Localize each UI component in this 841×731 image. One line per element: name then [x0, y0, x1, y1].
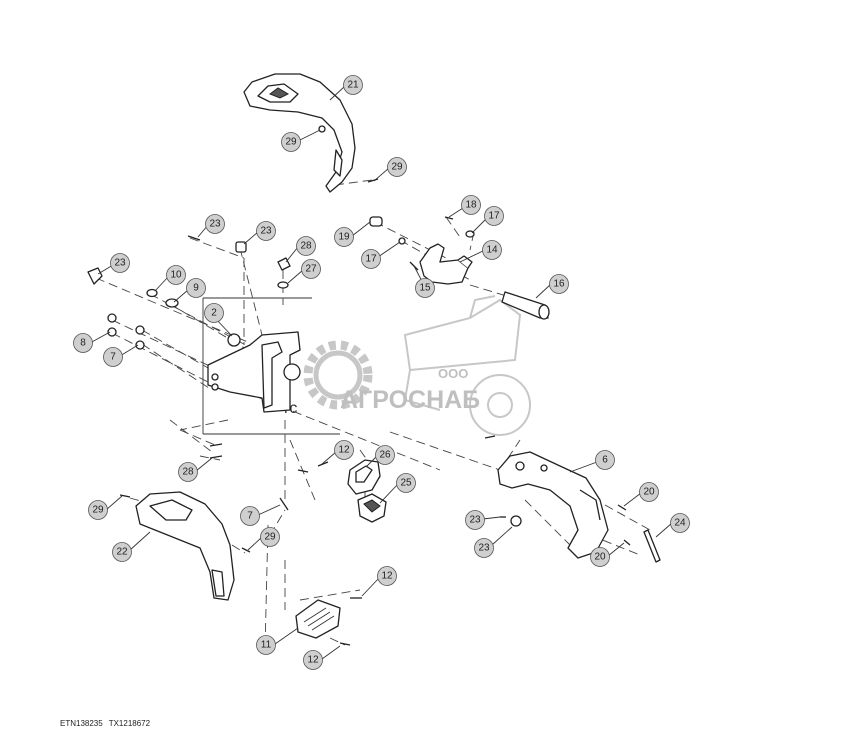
callout: 15	[415, 278, 435, 298]
callout: 23	[474, 538, 494, 558]
callout: 29	[88, 500, 108, 520]
svg-text:16: 16	[553, 279, 565, 290]
callout: 7	[103, 347, 123, 367]
upper-shroud-21	[243, 73, 356, 193]
callout: 9	[186, 278, 206, 298]
callout: 23	[465, 510, 485, 530]
gear-icon	[303, 340, 373, 410]
svg-text:22: 22	[116, 547, 128, 558]
svg-text:24: 24	[674, 518, 686, 529]
callout: 2	[204, 303, 224, 323]
callout: 28	[296, 236, 316, 256]
switch-bracket-26	[347, 459, 381, 495]
spring-24	[643, 529, 661, 563]
side-bracket-6	[497, 451, 609, 559]
callout: 22	[112, 542, 132, 562]
svg-text:23: 23	[260, 226, 272, 237]
callout: 8	[73, 333, 93, 353]
svg-text:20: 20	[594, 552, 606, 563]
hardware-items	[87, 125, 631, 646]
svg-text:23: 23	[478, 543, 490, 554]
callout: 20	[639, 482, 659, 502]
svg-text:29: 29	[92, 505, 104, 516]
svg-text:28: 28	[182, 467, 194, 478]
svg-text:29: 29	[264, 532, 276, 543]
pin-16	[501, 291, 550, 320]
figure-ref-2: TX1218672	[108, 719, 151, 728]
leader-lines	[89, 86, 673, 660]
svg-text:29: 29	[391, 162, 403, 173]
svg-text:12: 12	[338, 445, 350, 456]
callout: 27	[301, 259, 321, 279]
svg-text:15: 15	[419, 283, 431, 294]
callout: 18	[461, 195, 481, 215]
callout: 12	[334, 440, 354, 460]
callout: 17	[484, 206, 504, 226]
svg-text:17: 17	[488, 211, 500, 222]
callout: 7	[240, 506, 260, 526]
switch-25	[357, 493, 387, 523]
hinge-bracket-14	[419, 243, 473, 285]
callout: 29	[387, 157, 407, 177]
svg-text:23: 23	[209, 219, 221, 230]
callout: 23	[205, 214, 225, 234]
svg-text:7: 7	[247, 511, 253, 522]
svg-text:14: 14	[486, 245, 498, 256]
callout: 29	[260, 527, 280, 547]
watermark-brand: АГРОСНАБ	[340, 386, 480, 414]
svg-text:12: 12	[307, 655, 319, 666]
svg-text:23: 23	[114, 258, 126, 269]
svg-text:23: 23	[469, 515, 481, 526]
svg-text:8: 8	[80, 338, 86, 349]
watermark-logo: ООО АГРОСНАБ	[303, 295, 531, 436]
callout: 17	[361, 249, 381, 269]
svg-text:12: 12	[381, 571, 393, 582]
pedal-bracket-2	[207, 331, 301, 413]
callout: 10	[166, 265, 186, 285]
svg-text:6: 6	[602, 455, 608, 466]
callout: 20	[590, 547, 610, 567]
callouts: 21 29 29 23 23 28 27 23 10 9 2 8 7 19 18…	[73, 75, 690, 670]
figure-ref-1: ETN138235	[60, 719, 103, 728]
callout: 12	[303, 650, 323, 670]
lower-shroud-22	[135, 491, 235, 601]
callout: 6	[595, 450, 615, 470]
svg-text:7: 7	[110, 352, 116, 363]
callout: 19	[334, 227, 354, 247]
svg-text:29: 29	[285, 137, 297, 148]
callout: 14	[482, 240, 502, 260]
figure-reference: ETN138235 TX1218672	[60, 719, 156, 728]
svg-text:11: 11	[261, 640, 272, 651]
callout: 21	[343, 75, 363, 95]
watermark-ooo: ООО	[438, 366, 468, 381]
svg-text:17: 17	[365, 254, 377, 265]
callout: 12	[377, 566, 397, 586]
svg-text:18: 18	[465, 200, 477, 211]
svg-text:25: 25	[400, 478, 412, 489]
svg-text:19: 19	[338, 232, 350, 243]
callout: 23	[110, 253, 130, 273]
svg-text:28: 28	[300, 241, 312, 252]
svg-text:20: 20	[643, 487, 655, 498]
callout: 11	[256, 635, 276, 655]
svg-text:9: 9	[193, 283, 199, 294]
callout: 16	[549, 274, 569, 294]
callout: 24	[670, 513, 690, 533]
callout: 29	[281, 132, 301, 152]
svg-text:26: 26	[379, 450, 391, 461]
svg-text:2: 2	[211, 308, 217, 319]
callout: 26	[375, 445, 395, 465]
callout: 28	[178, 462, 198, 482]
callout: 25	[396, 473, 416, 493]
pedal-pad-11	[295, 599, 341, 639]
combine-harvester-icon	[403, 295, 531, 436]
svg-text:10: 10	[170, 270, 182, 281]
svg-text:21: 21	[347, 80, 359, 91]
svg-text:27: 27	[305, 264, 317, 275]
callout: 23	[256, 221, 276, 241]
